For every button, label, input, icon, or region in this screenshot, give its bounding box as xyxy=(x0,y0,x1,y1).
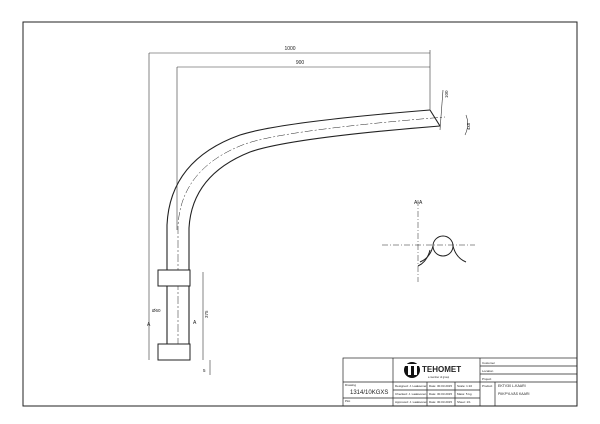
plot-label: Plot xyxy=(345,399,350,403)
dim-overall-width: 1000 xyxy=(284,46,295,52)
dim-arm-length: 900 xyxy=(296,60,305,66)
title-block xyxy=(342,357,578,407)
drawing-number: 1314/10KGXS xyxy=(350,390,388,396)
pipe-arm xyxy=(166,109,446,360)
product-name: PIIKPYLVÄS KAARI xyxy=(498,392,529,396)
date-approved: Date: 30.03.2015 xyxy=(429,400,452,404)
section-marker-right: A xyxy=(193,320,197,326)
sheet: Sheet: 1/1 xyxy=(457,400,471,404)
dim-base-height: 375 xyxy=(204,310,209,318)
logo-subtext: a member of group xyxy=(428,376,450,379)
section-label: A-A xyxy=(414,200,423,206)
product-label: Product xyxy=(482,384,493,388)
project-label: Project xyxy=(482,377,492,381)
base-sleeves xyxy=(157,269,191,361)
customer-label: Customer xyxy=(482,361,495,365)
drawing-label: Drawing xyxy=(345,383,356,387)
dim-base-offset: 5 xyxy=(203,368,206,373)
logo-text: TEHOMET xyxy=(422,365,461,374)
date-checked: Date: 30.03.2015 xyxy=(429,392,452,396)
date-designed: Date: 30.03.2015 xyxy=(429,384,452,388)
section-view xyxy=(382,200,475,282)
dim-tip-height: 100 xyxy=(444,90,449,98)
section-marker-left: A xyxy=(147,322,151,328)
checked-by: Checked: J. Laaksonen xyxy=(395,392,427,396)
dim-diameter: Ø60 xyxy=(152,308,161,313)
mass: Mass: 5 kg xyxy=(457,392,472,396)
drawing-frame xyxy=(22,21,578,407)
product-code: EKTV30 L-KAARI xyxy=(498,384,526,388)
location-label: Location xyxy=(482,369,494,373)
approved-by: Approved: J. Laaksonen xyxy=(395,400,428,404)
dim-angle: 4x5 xyxy=(466,122,471,130)
dimension-lines xyxy=(148,50,469,375)
designed-by: Designed: J. Laaksonen xyxy=(395,384,428,388)
scale: Scale: 1:10 xyxy=(457,384,472,388)
company-logo: TEHOMET a member of group xyxy=(404,362,461,379)
